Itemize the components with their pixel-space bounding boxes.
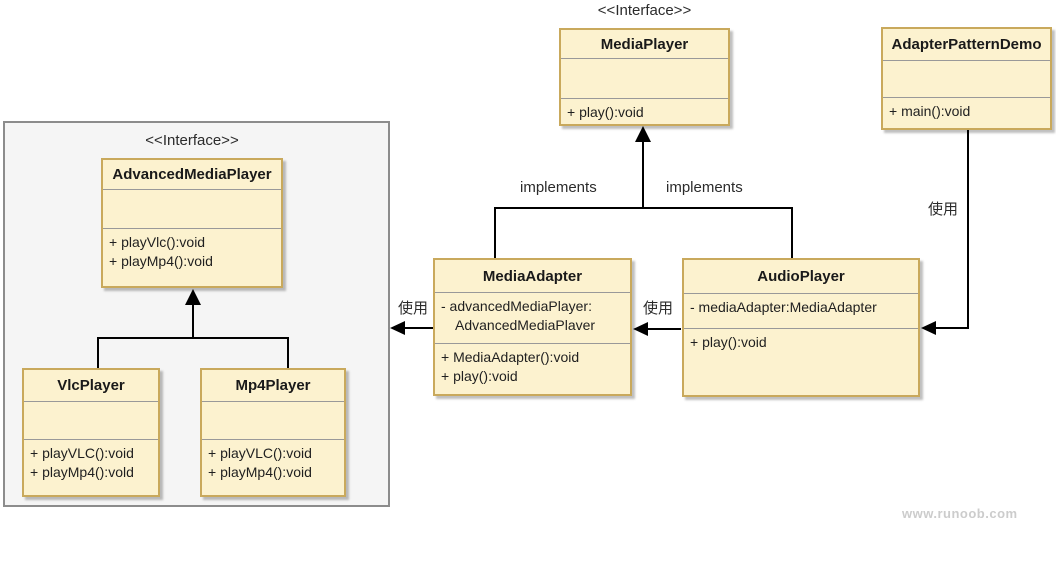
label-use-left: 使用 — [398, 300, 429, 317]
class-mediaplayer: MediaPlayer + play():void — [559, 28, 730, 126]
class-title: VlcPlayer — [24, 370, 158, 402]
class-attributes — [202, 402, 344, 440]
method-line: + play():void — [567, 104, 644, 120]
class-title: AudioPlayer — [684, 260, 918, 294]
method-line: + playMp4():void — [109, 253, 213, 269]
watermark-text: www.runoob.com — [902, 506, 1018, 521]
class-methods: + playVlc():void + playMp4():void — [103, 229, 281, 286]
class-vlcplayer: VlcPlayer + playVLC():void + playMp4():v… — [22, 368, 160, 497]
class-title: MediaAdapter — [435, 260, 630, 293]
class-advancedmediaplayer: AdvancedMediaPlayer + playVlc():void + p… — [101, 158, 283, 288]
class-attributes — [103, 190, 281, 229]
stereotype-mediaplayer: <<Interface>> — [597, 2, 692, 19]
class-title: MediaPlayer — [561, 30, 728, 59]
arrowhead-up-icon — [185, 289, 201, 305]
implements-connector — [494, 126, 793, 258]
class-title: AdapterPatternDemo — [883, 29, 1050, 61]
label-use-right: 使用 — [928, 201, 959, 218]
class-attributes: - advancedMediaPlayer: AdvancedMediaPlav… — [435, 293, 630, 344]
attribute-line: AdvancedMediaPlaver — [455, 317, 596, 333]
method-line: + playMp4():vold — [30, 464, 134, 480]
class-methods: + playVLC():void + playMp4():void — [202, 440, 344, 495]
attribute-line: - advancedMediaPlayer: — [441, 298, 592, 314]
inheritance-connector — [97, 289, 289, 368]
class-attributes: - mediaAdapter:MediaAdapter — [684, 294, 918, 329]
class-methods: + play():void — [684, 329, 918, 395]
class-mp4player: Mp4Player + playVLC():void + playMp4():v… — [200, 368, 346, 497]
use-arrow-left — [390, 321, 433, 335]
class-title: AdvancedMediaPlayer — [103, 160, 281, 190]
arrowhead-up-icon — [635, 126, 651, 142]
attribute-line: - mediaAdapter:MediaAdapter — [690, 299, 877, 315]
use-arrow-middle — [633, 322, 681, 336]
class-attributes — [24, 402, 158, 440]
method-line: + MediaAdapter():void — [441, 349, 580, 365]
method-line: + playMp4():void — [208, 464, 312, 480]
class-methods: + main():void — [883, 98, 1050, 128]
class-audioplayer: AudioPlayer - mediaAdapter:MediaAdapter … — [682, 258, 920, 397]
method-line: + playVLC():void — [208, 445, 312, 461]
class-methods: + play():void — [561, 99, 728, 124]
stereotype-advancedmediaplayer: <<Interface>> — [145, 132, 239, 149]
class-methods: + playVLC():void + playMp4():vold — [24, 440, 158, 495]
label-implements-left: implements — [520, 179, 597, 196]
use-arrow-right — [921, 130, 969, 335]
class-attributes — [561, 59, 728, 99]
class-title: Mp4Player — [202, 370, 344, 402]
method-line: + play():void — [441, 368, 518, 384]
arrowhead-left-icon — [390, 321, 405, 335]
label-implements-right: implements — [666, 179, 743, 196]
method-line: + main():void — [889, 103, 971, 119]
class-mediaadapter: MediaAdapter - advancedMediaPlayer: Adva… — [433, 258, 632, 396]
method-line: + playVlc():void — [109, 234, 206, 250]
arrowhead-left-icon — [633, 322, 648, 336]
class-methods: + MediaAdapter():void + play():void — [435, 344, 630, 394]
arrowhead-left-icon — [921, 321, 936, 335]
label-use-middle: 使用 — [643, 300, 674, 317]
method-line: + play():void — [690, 334, 767, 350]
class-adapterpatterndemo: AdapterPatternDemo + main():void — [881, 27, 1052, 130]
method-line: + playVLC():void — [30, 445, 134, 461]
class-attributes — [883, 61, 1050, 98]
